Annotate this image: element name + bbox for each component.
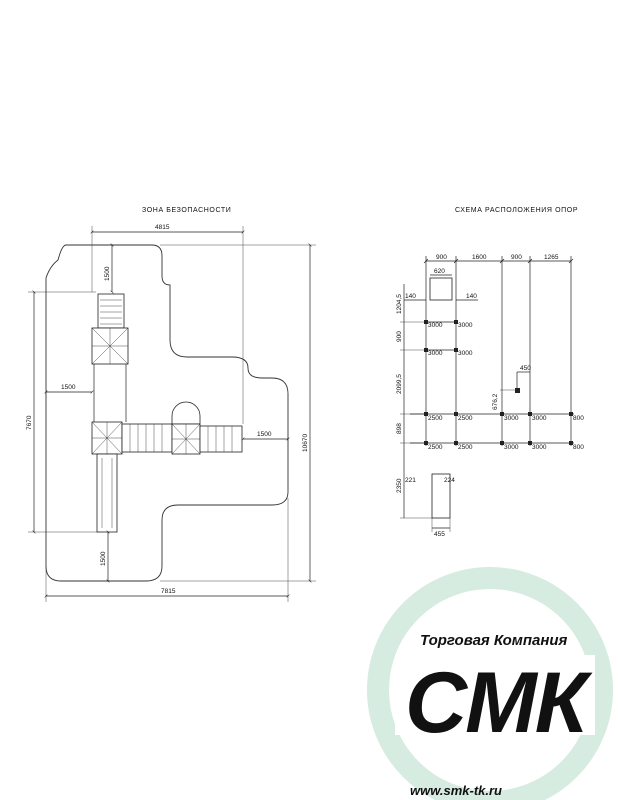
- top-dim-2: 900: [511, 254, 522, 261]
- ladder-rungs: [100, 299, 122, 325]
- row4-b: 2500: [458, 444, 473, 451]
- label-2350: 2350: [396, 478, 403, 493]
- label-2099: 2099,5: [396, 374, 403, 394]
- row1-a: 3000: [428, 322, 443, 329]
- tower-deck-right-cross: [171, 423, 201, 455]
- label-455: 455: [434, 531, 445, 538]
- label-676: 676,2: [492, 393, 499, 410]
- dim-bottom: 7815: [161, 588, 176, 595]
- row4-d: 3000: [532, 444, 547, 451]
- row4-e: 800: [573, 444, 584, 451]
- watermark-company: Торговая Компания: [420, 632, 568, 649]
- right-plan-title: СХЕМА РАСПОЛОЖЕНИЯ ОПОР: [455, 207, 578, 214]
- label-1204: 1204,5: [396, 294, 403, 314]
- label-221: 221: [405, 477, 416, 484]
- dim-bottom-margin: 1500: [100, 551, 107, 566]
- dim-right: 10670: [302, 434, 309, 452]
- tower-deck-left-cross: [91, 421, 123, 455]
- tower-ladder: [97, 293, 125, 329]
- dome-roof: [171, 401, 201, 425]
- dim-right-margin: 1500: [257, 431, 272, 438]
- row4-c: 3000: [504, 444, 519, 451]
- top-dim-ticks: [423, 258, 574, 264]
- safety-zone-plan: ЗОНА БЕЗОПАСНОСТИ: [26, 207, 316, 602]
- row3-a: 2500: [428, 415, 443, 422]
- label-898: 898: [396, 423, 403, 434]
- supports-layout-plan: СХЕМА РАСПОЛОЖЕНИЯ ОПОР 900 1600 900 126…: [396, 207, 584, 538]
- dim-top: 4815: [155, 224, 170, 231]
- watermark-brand: СМК: [405, 655, 593, 751]
- bridge-planks: [129, 424, 163, 452]
- row3-c: 3000: [504, 415, 519, 422]
- row3-d: 3000: [532, 415, 547, 422]
- stair-steps: [207, 426, 233, 452]
- left-plan-title: ЗОНА БЕЗОПАСНОСТИ: [142, 207, 231, 214]
- top-dim-0: 900: [436, 254, 447, 261]
- watermark-url: www.smk-tk.ru: [410, 783, 502, 798]
- watermark-logo: Торговая Компания СМК www.smk-tk.ru: [367, 567, 613, 800]
- side-stairs: [199, 425, 243, 453]
- row4-a: 2500: [428, 444, 443, 451]
- label-140-a: 140: [405, 293, 416, 300]
- dim-left: 7670: [26, 415, 33, 430]
- slide: [96, 453, 118, 533]
- row1-b: 3000: [458, 322, 473, 329]
- row3-b: 2500: [458, 415, 473, 422]
- row2-b: 3000: [458, 350, 473, 357]
- label-900: 900: [396, 331, 403, 342]
- row2-a: 3000: [428, 350, 443, 357]
- top-dim-1: 1600: [472, 254, 487, 261]
- slide-support-box: [431, 473, 451, 519]
- label-620: 620: [434, 268, 445, 275]
- tower-deck-top-cross: [91, 327, 129, 365]
- label-450: 450: [520, 365, 531, 372]
- top-support-box: [429, 277, 453, 301]
- label-224: 224: [444, 477, 455, 484]
- support-points: [424, 320, 573, 445]
- label-140-b: 140: [466, 293, 477, 300]
- watermark-band: [395, 655, 595, 735]
- bridge: [121, 423, 173, 453]
- dim-inner-left: 1500: [61, 384, 76, 391]
- row3-e: 800: [573, 415, 584, 422]
- dim-top-margin: 1500: [104, 266, 111, 281]
- watermark-ring: [367, 567, 613, 800]
- safety-zone-outline: [45, 244, 289, 582]
- top-dim-3: 1265: [544, 254, 559, 261]
